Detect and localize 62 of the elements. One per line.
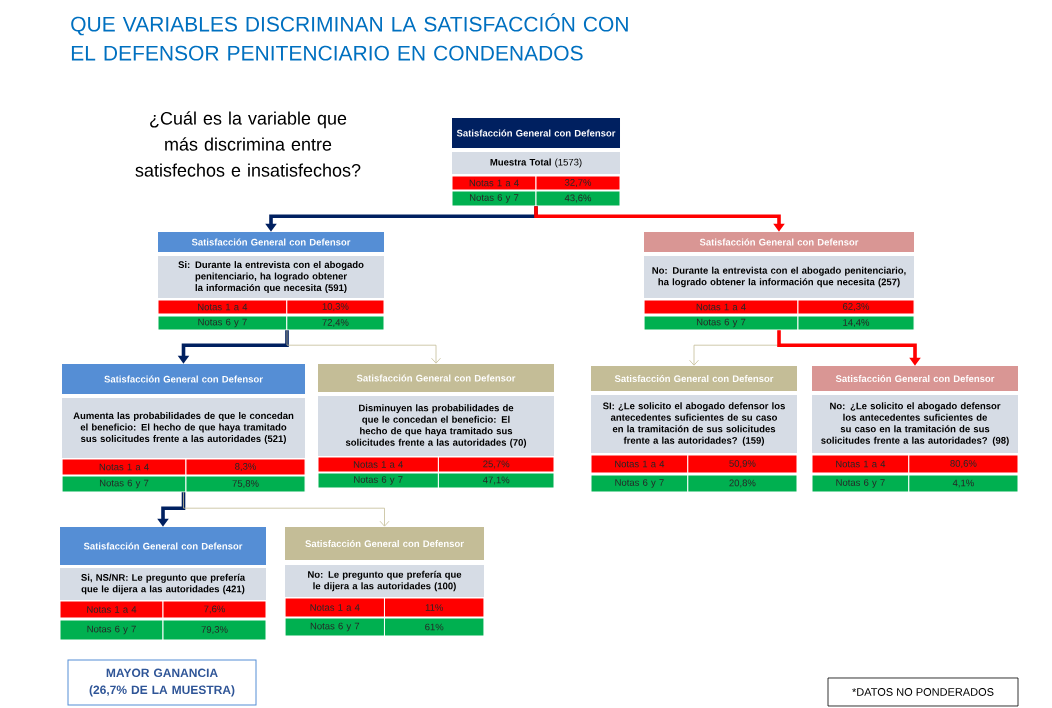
score-value-cell: 62,3% [797,299,915,315]
score-label-cell: Notas 6 y 7 [284,617,386,637]
card-header: Satisfacción General con Defensor [60,527,266,565]
arrow [286,329,441,364]
description-box: Si, NS/NR: Le pregunto que prefería que le dijera a las autoridades (421) [60,568,266,600]
arrow [777,330,921,366]
card-header: Satisfacción General con Defensor [285,527,484,560]
description-box: No: Le pregunto que prefería que le dijera a las autoridades (100) [285,565,484,597]
card-header: Satisfacción General con Defensor [591,366,797,391]
score-label-cell: Notas 6 y 7 [590,474,689,493]
note-box: *DATOS NO PONDERADOS [827,677,1019,707]
score-value-cell: 8,3% [185,458,306,476]
description-box: SI: ¿Le solicito el abogado defensor los antecedentes suficientes de su caso en la tramitación de sus solicitudes frente a las autoridades? (159) [591,395,797,453]
card-header: Satisfacción General con Defensor [452,118,620,148]
score-label-cell: Notas 1 a 4 [317,456,439,473]
description-box: Aumenta las probabilidades de que le concedan el beneficio: El hecho de que haya tramitado sus solicitudes frente a las autoridades (521) [62,398,305,458]
score-value-cell: 32,7% [535,175,621,191]
description-box: Disminuyen las probabilidades de que le concedan el beneficio: El hecho de que haya tramitado sus solicitudes frente a las autoridades (70) [318,396,554,456]
card-header: Satisfacción General con Defensor [644,232,914,252]
description-box: No: ¿Le solicito el abogado defensor los antecedentes suficientes de su caso en la tramitación de sus solicitudes frente a las autoridades? (98) [812,395,1018,453]
score-label-cell: Notas 1 a 4 [451,175,537,191]
score-value-cell: 80,6% [908,454,1019,474]
question-text: ¿Cuál es la variable que más discrimina entre satisfechos e insatisfechos? [135,111,361,177]
score-value-cell: 72,4% [286,315,385,331]
score-value-cell: 75,8% [185,475,306,493]
description-box: No: Durante la entrevista con el abogado penitenciario, ha logrado obtener la información que necesita (257) [644,256,914,298]
score-label-cell: Notas 1 a 4 [590,454,689,474]
score-value-cell: 25,7% [437,456,555,473]
score-label-cell: Notas 1 a 4 [643,299,799,315]
score-label-cell: Notas 6 y 7 [59,619,164,641]
score-value-cell: 50,9% [687,454,798,474]
score-value-cell: 14,4% [797,315,915,331]
score-value-cell: 7,6% [162,600,267,619]
score-value-cell: 47,1% [437,472,555,489]
card-header: Satisfacción General con Defensor [62,364,305,394]
title: QUE VARIABLES DISCRIMINAN LA SATISFACCIÓN CON EL DEFENSOR PENITENCIARIO EN CONDENADOS [71,13,628,61]
arrow [183,491,390,527]
score-value-cell: 61% [383,617,485,637]
score-label-cell: Notas 6 y 7 [643,315,799,331]
arrow [534,206,785,232]
score-label-cell: Notas 1 a 4 [61,458,187,476]
score-label-cell: Notas 6 y 7 [157,315,288,331]
description-box: Si: Durante la entrevista con el abogado penitenciario, ha logrado obtener la información que necesita (591) [158,256,384,298]
score-label-cell: Notas 6 y 7 [61,475,187,493]
score-value-cell: 4,1% [908,474,1019,493]
highlight-box: MAYOR GANANCIA (26,7% DE LA MUESTRA) [67,659,257,706]
card-header: Satisfacción General con Defensor [812,366,1018,391]
score-label-cell: Notas 1 a 4 [59,600,164,619]
score-value-cell: 11% [383,597,485,618]
score-label-cell: Notas 1 a 4 [284,597,386,618]
card-header: Satisfacción General con Defensor [318,364,554,392]
score-label-cell: Notas 1 a 4 [811,454,910,474]
score-value-cell: 79,3% [162,619,267,641]
score-value-cell: 10,3% [286,299,385,315]
score-value-cell: 20,8% [687,474,798,493]
score-label-cell: Notas 6 y 7 [811,474,910,493]
score-label-cell: Notas 1 a 4 [157,299,288,315]
score-value-cell: 43,6% [535,190,621,207]
score-label-cell: Notas 6 y 7 [451,190,537,207]
score-label-cell: Notas 6 y 7 [317,472,439,489]
description-box: Muestra Total (1573) [452,152,620,174]
card-header: Satisfacción General con Defensor [158,232,384,252]
